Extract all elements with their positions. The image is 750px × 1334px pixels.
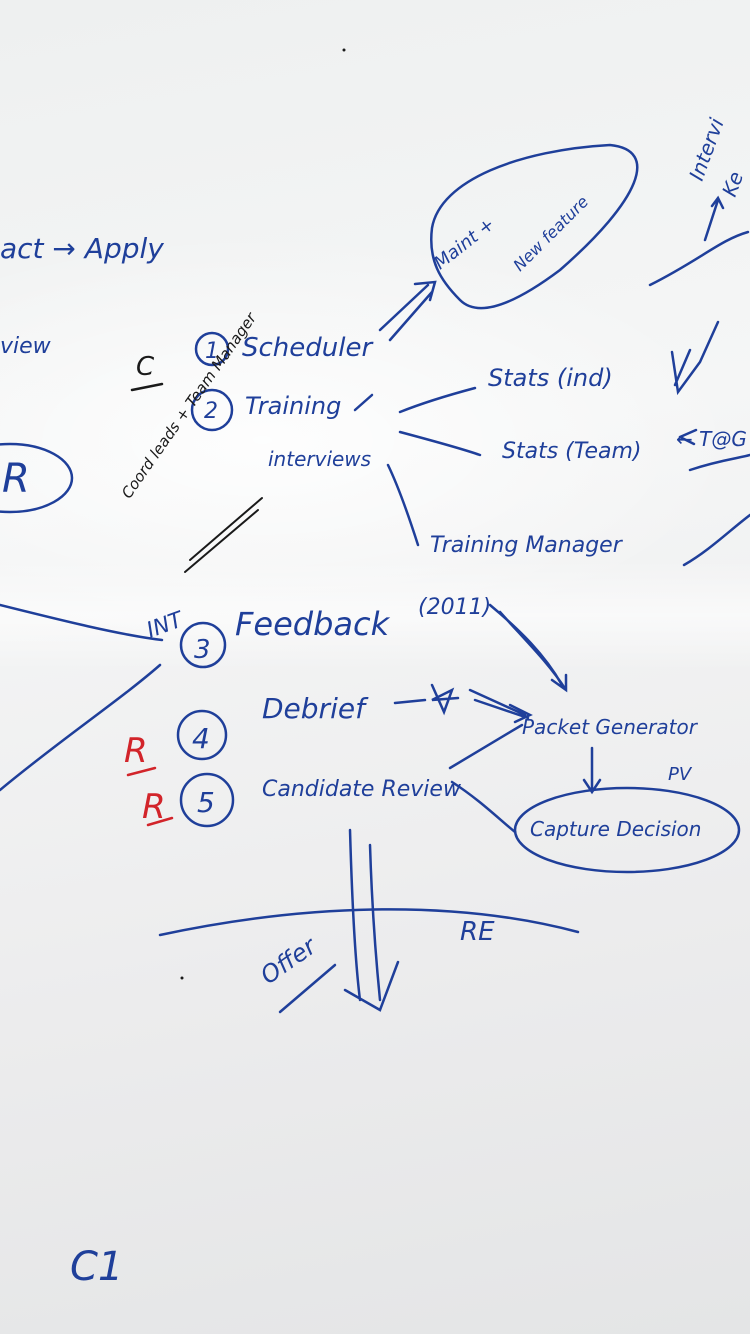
stats-ind: Stats (ind) xyxy=(488,364,613,392)
interview-kr-line-1: Intervi xyxy=(684,115,729,184)
tag-label: ← T@G xyxy=(676,427,747,451)
re-label: RE xyxy=(460,917,495,947)
apply-line: act → Apply xyxy=(0,232,164,265)
r-mark-2: R xyxy=(142,787,166,827)
step-1-label: Scheduler xyxy=(242,333,374,363)
step-3-number: 3 xyxy=(194,635,211,665)
stats-team: Stats (Team) xyxy=(502,439,642,464)
step-2-label: Training xyxy=(245,392,341,420)
light-glare-band xyxy=(0,560,750,670)
view-fragment: view xyxy=(0,334,52,359)
step-2-number: 2 xyxy=(204,399,218,424)
interview-kr-line-2: Ke xyxy=(717,168,748,199)
r-mark-1: R xyxy=(124,731,148,771)
step-5-circle xyxy=(179,772,235,828)
packet-generator: Packet Generator xyxy=(522,715,699,739)
interviews-label: interviews xyxy=(268,447,371,471)
step-4-circle xyxy=(176,709,228,761)
step-4-label: Debrief xyxy=(262,692,369,725)
step-4-number: 4 xyxy=(192,722,210,755)
maint-bubble-line-2: New feature xyxy=(509,192,592,275)
step-3-circle xyxy=(179,621,227,669)
maint-bubble-line-1: Maint + xyxy=(430,214,499,274)
step-1-number: 1 xyxy=(205,339,219,364)
step-5-number: 5 xyxy=(197,786,215,819)
c1-label: C1 xyxy=(70,1244,123,1290)
c-marker: C xyxy=(136,352,155,382)
step-3-label: Feedback xyxy=(235,605,391,643)
capture-decision-outline xyxy=(513,786,741,874)
maint-bubble-outline xyxy=(430,143,639,310)
training-manager: Training Manager xyxy=(430,533,624,558)
step-1-circle xyxy=(194,331,230,367)
pv-label: PV xyxy=(668,764,693,785)
r-circle-letter: R xyxy=(2,456,30,502)
step-5-label: Candidate Review xyxy=(262,777,462,802)
offer-label: Offer xyxy=(255,931,323,990)
step-2-circle xyxy=(190,388,234,432)
coord-note: Coord leads + Team Manager xyxy=(118,309,261,502)
r-circle-outline xyxy=(0,442,74,514)
capture-decision: Capture Decision xyxy=(530,817,701,841)
feedback-year: (2011) xyxy=(418,595,491,620)
